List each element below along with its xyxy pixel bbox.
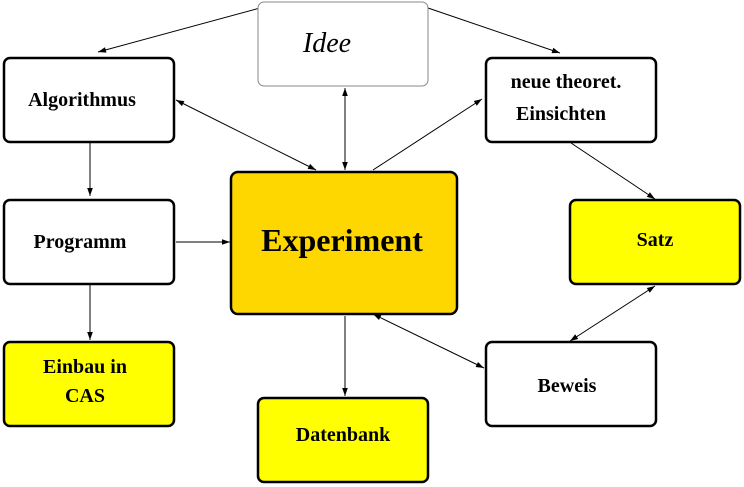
node-satz[interactable]: Satz xyxy=(568,198,742,286)
edge-idee-einsichten xyxy=(427,7,561,54)
edges xyxy=(87,7,656,396)
node-einbau[interactable]: Einbau in CAS xyxy=(2,340,176,428)
einbau-label-line2: CAS xyxy=(65,385,105,407)
einsichten-label-line1: neue theoret. xyxy=(511,71,622,93)
edge-einsichten-satz xyxy=(570,142,656,200)
edge-satz-beweis xyxy=(569,285,656,342)
edge-algorithmus-experiment xyxy=(175,99,317,171)
node-experiment[interactable]: Experiment xyxy=(229,170,459,316)
edge-idee-algorithmus xyxy=(97,7,261,53)
experiment-label: Experiment xyxy=(261,222,423,258)
beweis-box xyxy=(484,340,658,428)
programm-label: Programm xyxy=(34,231,127,253)
einsichten-box xyxy=(484,56,658,144)
einbau-box xyxy=(2,340,176,428)
programm-box xyxy=(2,198,176,286)
node-idee[interactable]: Idee xyxy=(257,1,429,87)
algorithmus-box xyxy=(2,56,176,144)
einbau-label-line1: Einbau in xyxy=(43,356,127,378)
node-algorithmus[interactable]: Algorithmus xyxy=(2,56,176,144)
idee-box xyxy=(257,1,429,87)
algorithmus-label: Algorithmus xyxy=(28,89,136,111)
einsichten-label-line2: Einsichten xyxy=(516,103,606,125)
node-einsichten[interactable]: neue theoret. Einsichten xyxy=(484,56,658,144)
datenbank-box xyxy=(256,396,430,484)
satz-label: Satz xyxy=(637,229,674,251)
idee-label: Idee xyxy=(302,28,351,59)
edge-experiment-beweis xyxy=(372,313,485,369)
node-datenbank[interactable]: Datenbank xyxy=(256,396,430,484)
beweis-label: Beweis xyxy=(538,375,597,397)
experiment-box xyxy=(229,170,459,316)
datenbank-label: Datenbank xyxy=(296,424,391,446)
satz-box xyxy=(568,198,742,286)
node-programm[interactable]: Programm xyxy=(2,198,176,286)
node-beweis[interactable]: Beweis xyxy=(484,340,658,428)
edge-experiment-einsichten xyxy=(372,98,483,171)
